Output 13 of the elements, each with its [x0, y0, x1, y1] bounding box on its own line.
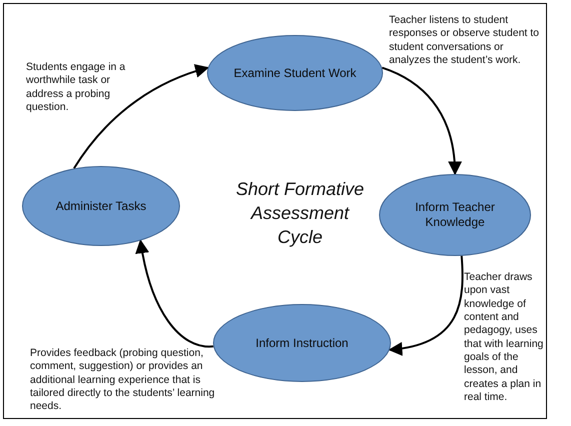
curved-arrow [388, 256, 464, 356]
curved-arrow [136, 239, 214, 348]
curved-arrow [73, 64, 210, 169]
curved-arrow [382, 66, 462, 176]
step-label: Administer Tasks [56, 198, 146, 214]
step-description: Teacher listens to student responses or observe student to student conversations or analyzes the student’s work. [389, 14, 539, 68]
step-label: Inform Teacher Knowledge [414, 200, 496, 230]
step-description: Teacher draws upon vast knowledge of content and pedagogy, uses that with learning goals of the lesson, and creates a plan in real time. [464, 271, 544, 404]
step-label: Examine Student Work [234, 66, 356, 80]
step-description: Provides feedback (probing question, comment, suggestion) or provides an additional learning experience that is tailored directly to the students’ learning needs. [30, 347, 216, 414]
step-label: Inform Instruction [256, 336, 348, 350]
step-description: Students engage in a worthwhile task or address a probing question. [26, 61, 126, 114]
cycle-title: Short Formative Assessment Cycle [234, 178, 366, 249]
